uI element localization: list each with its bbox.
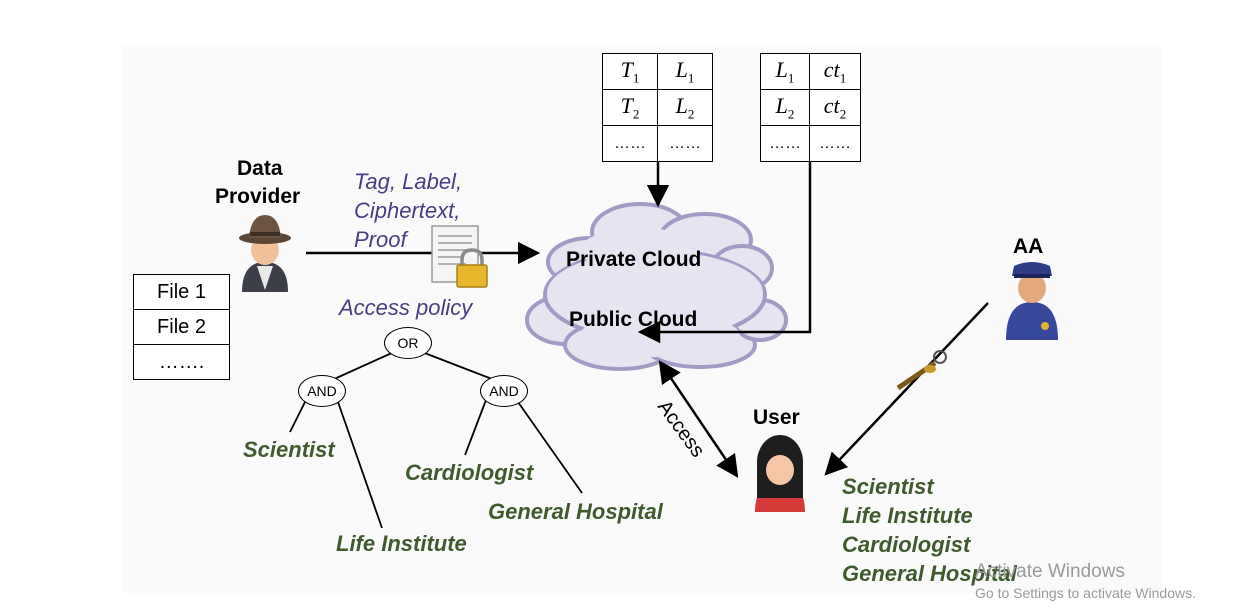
data-provider-label: Provider bbox=[215, 185, 301, 208]
access-policy-title: Access policy bbox=[339, 295, 473, 320]
table-cell: ct1 bbox=[809, 53, 861, 90]
table-cell: L2 bbox=[760, 89, 810, 126]
upload-label-line3: Proof bbox=[354, 227, 407, 252]
aa-label: AA bbox=[1013, 235, 1044, 258]
table-cell: L1 bbox=[760, 53, 810, 90]
table-cell: …… bbox=[602, 125, 658, 162]
policy-tree-edges bbox=[289, 351, 583, 529]
label-ciphertext-table: L1 ct1 L2 ct2 …… …… bbox=[760, 53, 861, 162]
user-attribute: General Hospital bbox=[842, 561, 1017, 586]
policy-node-or: OR bbox=[384, 327, 432, 359]
upload-label-line1: Tag, Label, bbox=[354, 169, 463, 194]
policy-leaf: Cardiologist bbox=[405, 460, 534, 485]
table-cell: T1 bbox=[602, 53, 658, 90]
label-table-connector bbox=[637, 162, 812, 344]
data-provider-label-line1: Data bbox=[237, 157, 283, 180]
locked-document-icon bbox=[431, 225, 488, 288]
table-cell: …… bbox=[760, 125, 810, 162]
private-cloud-label: Private Cloud bbox=[566, 248, 702, 271]
table-cell: ct2 bbox=[809, 89, 861, 126]
file-item: File 1 bbox=[133, 274, 230, 310]
woman-user-icon bbox=[755, 435, 805, 512]
tag-label-table: T1 L1 T2 L2 …… …… bbox=[602, 53, 713, 162]
table-cell: …… bbox=[809, 125, 861, 162]
policy-leaf: General Hospital bbox=[488, 499, 663, 524]
user-attribute: Cardiologist bbox=[842, 532, 971, 557]
file-item: File 2 bbox=[133, 309, 230, 345]
file-item: ……. bbox=[133, 344, 230, 380]
table-cell: L2 bbox=[657, 89, 713, 126]
user-attribute: Life Institute bbox=[842, 503, 973, 528]
table-cell: T2 bbox=[602, 89, 658, 126]
user-attribute: Scientist bbox=[842, 474, 934, 499]
activation-watermark-subtitle: Go to Settings to activate Windows. bbox=[975, 585, 1196, 601]
upload-label-line2: Ciphertext, bbox=[354, 198, 461, 223]
police-officer-icon bbox=[1006, 262, 1058, 340]
table-cell: …… bbox=[657, 125, 713, 162]
policy-node-and-left: AND bbox=[298, 375, 346, 407]
user-label: User bbox=[753, 406, 800, 429]
activation-watermark-title: Activate Windows bbox=[975, 561, 1125, 582]
policy-leaf: Life Institute bbox=[336, 531, 467, 556]
access-arrow bbox=[658, 360, 739, 478]
policy-leaf: Scientist bbox=[243, 437, 335, 462]
table-cell: L1 bbox=[657, 53, 713, 90]
public-cloud-label: Public Cloud bbox=[569, 308, 698, 331]
detective-icon bbox=[239, 215, 291, 292]
policy-node-and-right: AND bbox=[480, 375, 528, 407]
key-distribution-arrow bbox=[824, 302, 989, 476]
key-icon bbox=[896, 350, 947, 391]
file-list: File 1 File 2 ……. bbox=[133, 274, 230, 380]
